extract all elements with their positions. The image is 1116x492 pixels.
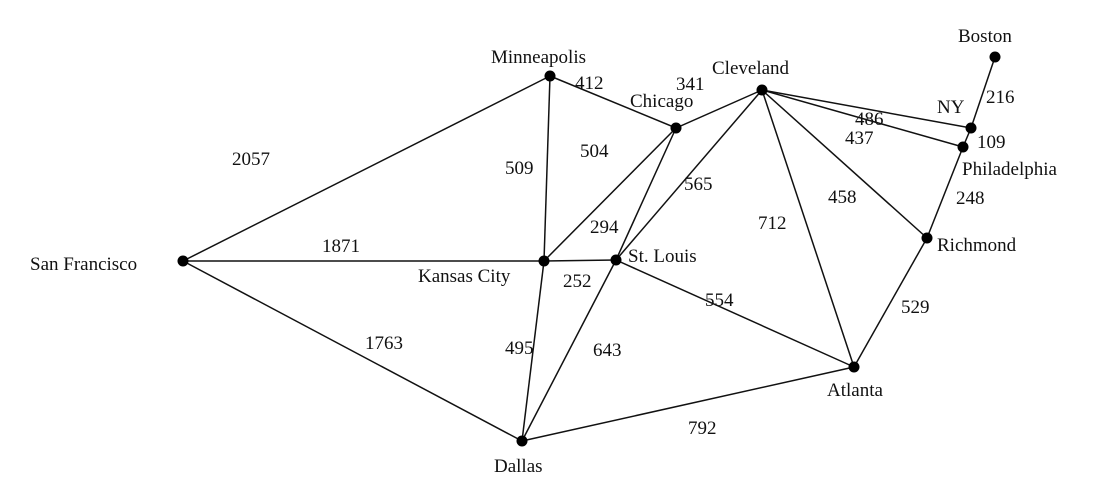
city-label-boston: Boston [958,26,1012,47]
city-label-atlanta: Atlanta [827,380,883,401]
edge-weight-min-chi: 412 [575,73,604,94]
edge-weight-cle-atl: 712 [758,213,787,234]
edge-weight-kc-dal: 495 [505,338,534,359]
city-label-minneapolis: Minneapolis [491,47,586,68]
city-label-ny: NY [937,97,965,118]
node-stl [610,254,622,266]
edge-weight-ny-phi: 109 [977,132,1006,153]
city-label-st-louis: St. Louis [628,246,697,267]
edge-weight-sf-kc: 1871 [322,236,360,257]
edge-weight-cle-ny: 486 [855,109,884,130]
city-label-richmond: Richmond [937,235,1017,256]
edge-stl-atl [615,259,855,368]
node-ric [921,232,933,244]
node-chi [670,122,682,134]
edge-sf-min [182,75,551,262]
edge-weight-kc-stl: 252 [563,271,592,292]
edge-weight-stl-dal: 643 [593,340,622,361]
edge-min-chi [549,75,677,129]
edge-chi-cle [675,89,763,129]
edge-weight-ric-atl: 529 [901,297,930,318]
node-dal [516,435,528,447]
edge-weight-cle-ric: 458 [828,187,857,208]
edge-weight-chi-stl: 294 [590,217,619,238]
edge-weight-phi-ric: 248 [956,188,985,209]
edge-kc-dal [521,260,545,442]
edge-weight-ny-bos: 216 [986,87,1015,108]
edge-cle-phi [761,89,964,148]
edge-cle-ric [761,89,928,239]
edge-sf-dal [182,260,523,442]
edge-weight-dal-atl: 792 [688,418,717,439]
edges-layer [182,56,996,442]
city-label-chicago: Chicago [630,91,693,112]
edge-ny-bos [970,56,996,129]
node-kc [538,255,550,267]
city-label-philadelphia: Philadelphia [962,159,1058,180]
edge-dal-atl [521,366,855,442]
edge-cle-ny [761,89,972,129]
edge-weight-stl-cle: 565 [684,174,713,195]
edge-weight-chi-kc: 504 [580,141,609,162]
node-cle [756,84,768,96]
edge-stl-cle [615,89,763,261]
city-label-dallas: Dallas [494,456,543,477]
city-label-cleveland: Cleveland [712,58,790,79]
node-atl [848,361,860,373]
edge-weight-stl-atl: 554 [705,290,734,311]
edge-phi-ric [926,146,964,239]
edge-stl-dal [521,259,617,442]
edge-weight-sf-min: 2057 [232,149,270,170]
edge-ric-atl [853,237,928,368]
edge-cle-atl [761,89,855,368]
nodes-layer [177,51,1001,447]
edge-kc-stl [543,259,617,262]
node-phi [957,141,969,153]
edge-min-kc [543,75,551,262]
edge-chi-stl [615,127,677,261]
node-sf [177,255,189,267]
edge-weight-min-kc: 509 [505,158,534,179]
edge-weight-chi-cle: 341 [676,74,705,95]
city-label-san-francisco: San Francisco [30,254,137,275]
city-label-kansas-city: Kansas City [418,266,511,287]
weights-layer: 2057 1871 1763 412 509 341 504 294 252 495 643 565 5… [232,73,1015,439]
node-min [544,70,556,82]
city-labels-layer: San Francisco Minneapolis Chicago Clevel… [30,26,1058,477]
node-ny [965,122,977,134]
edge-weight-sf-dal: 1763 [365,333,403,354]
node-bos [989,51,1001,63]
edge-weight-cle-phi: 437 [845,128,874,149]
edge-chi-kc [543,127,677,262]
